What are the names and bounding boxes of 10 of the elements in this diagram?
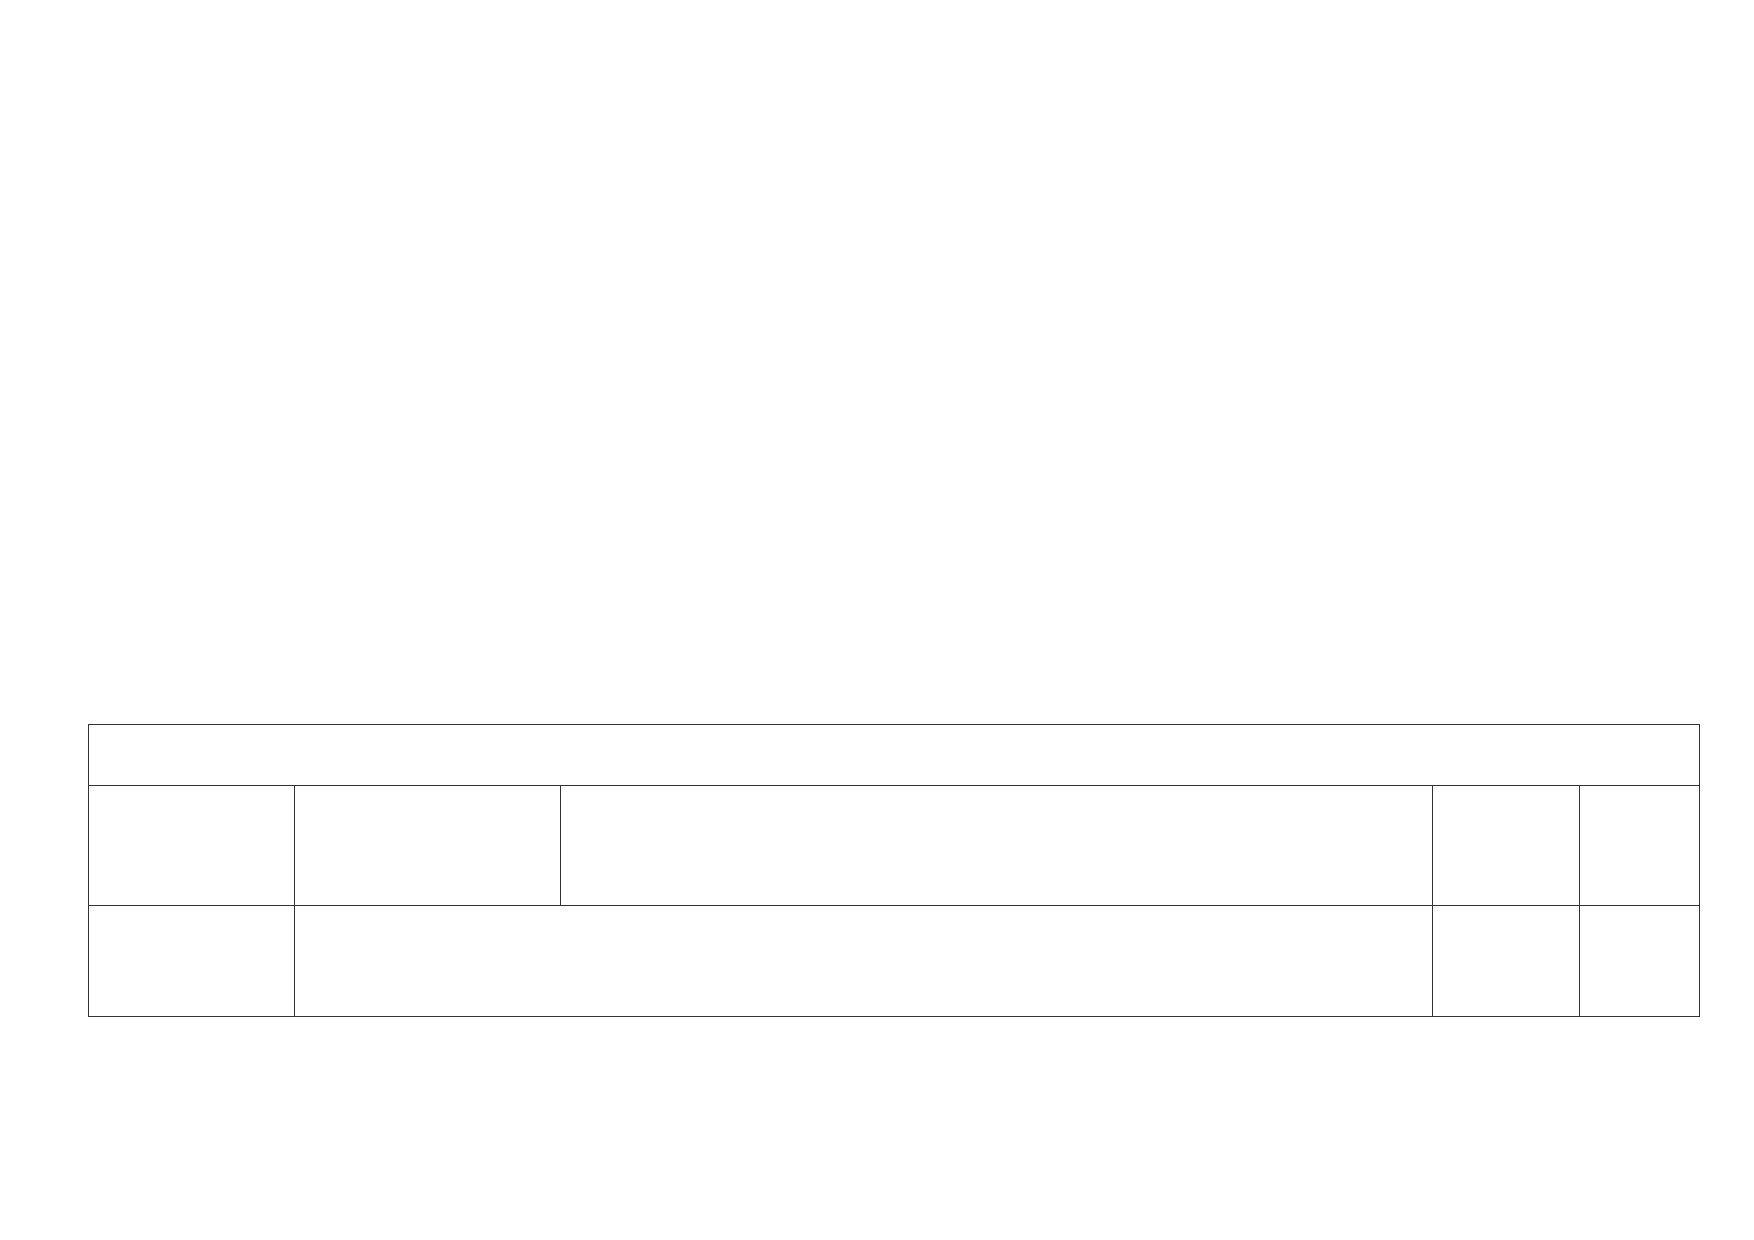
table-cell (88, 785, 294, 905)
table-cell (88, 724, 1700, 785)
table-cell (1432, 785, 1579, 905)
table-cell (1579, 785, 1700, 905)
table-cell (560, 785, 1432, 905)
table-cell (88, 905, 294, 1017)
table-cell (294, 905, 1432, 1017)
table-cell (1579, 905, 1700, 1017)
table-cell (1432, 905, 1579, 1017)
table-cell (294, 785, 560, 905)
